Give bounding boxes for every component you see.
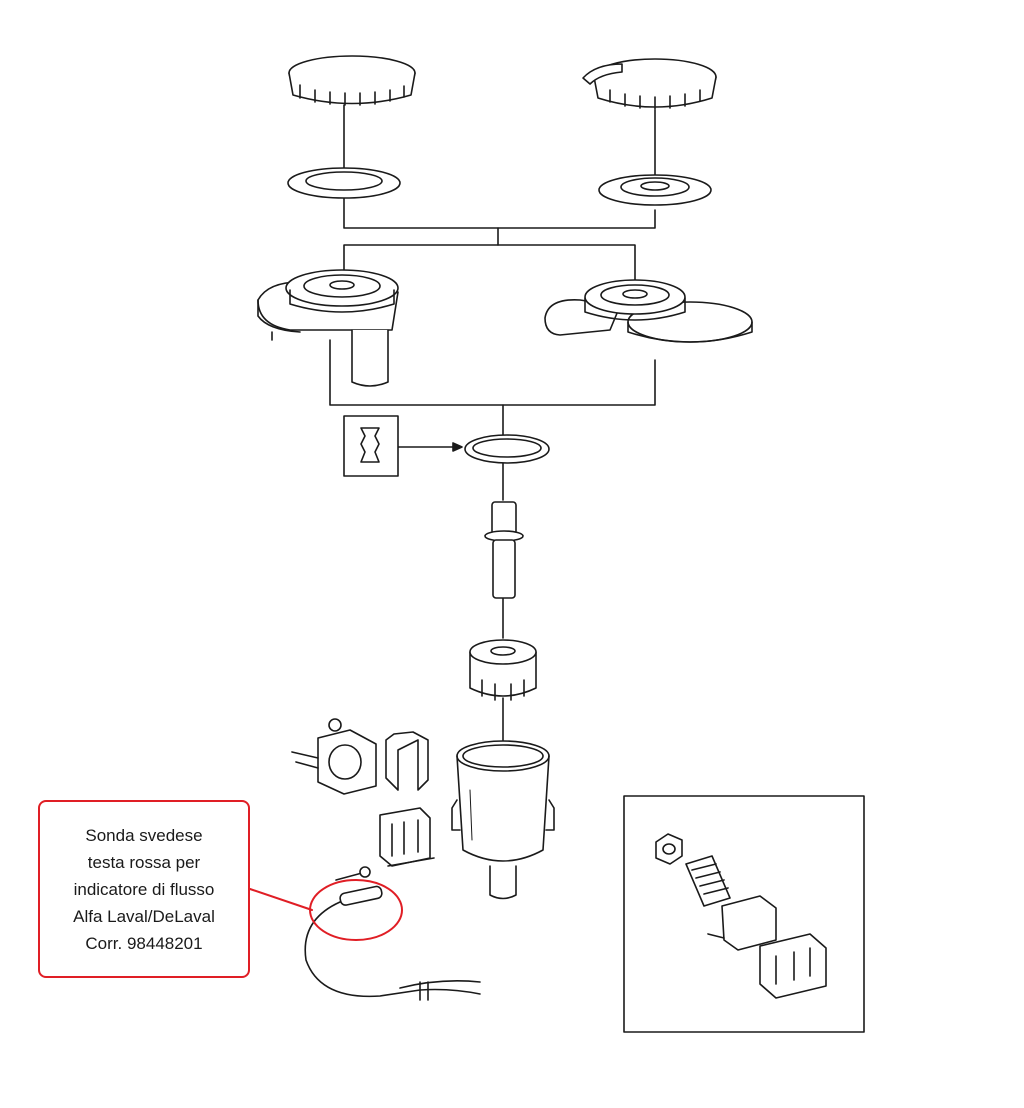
- callout-line-4: Alfa Laval/DeLaval: [73, 906, 215, 926]
- callout-line-3: indicatore di flusso: [73, 879, 215, 899]
- cap-left: [288, 55, 416, 106]
- flow-sensor-body: [291, 718, 377, 795]
- housing-left: [257, 269, 399, 387]
- screw: [335, 866, 371, 881]
- contact-bracket: [379, 807, 435, 867]
- gasket-left: [287, 167, 401, 199]
- knurled-nut: [469, 639, 537, 701]
- gasket-right: [598, 174, 712, 206]
- callout-line-2: testa rossa per: [87, 852, 201, 872]
- probe-highlight-circle: [249, 879, 403, 941]
- callout-line-5: Corr. 98448201: [85, 933, 203, 953]
- o-ring: [464, 434, 550, 464]
- inset-detail-box: [623, 795, 865, 1033]
- callout-line-1: Sonda svedese: [85, 825, 203, 845]
- housing-right: [544, 279, 753, 343]
- swedish-probe: [304, 885, 481, 1001]
- flow-bowl: [451, 740, 555, 900]
- valve-stem: [484, 501, 524, 599]
- callout-box: Sonda svedese testa rossa per indicatore…: [38, 800, 250, 978]
- cap-right: [582, 58, 717, 110]
- seal-detail-box: [343, 415, 399, 477]
- connector-lines: [329, 104, 656, 741]
- wire-clip: [385, 731, 429, 791]
